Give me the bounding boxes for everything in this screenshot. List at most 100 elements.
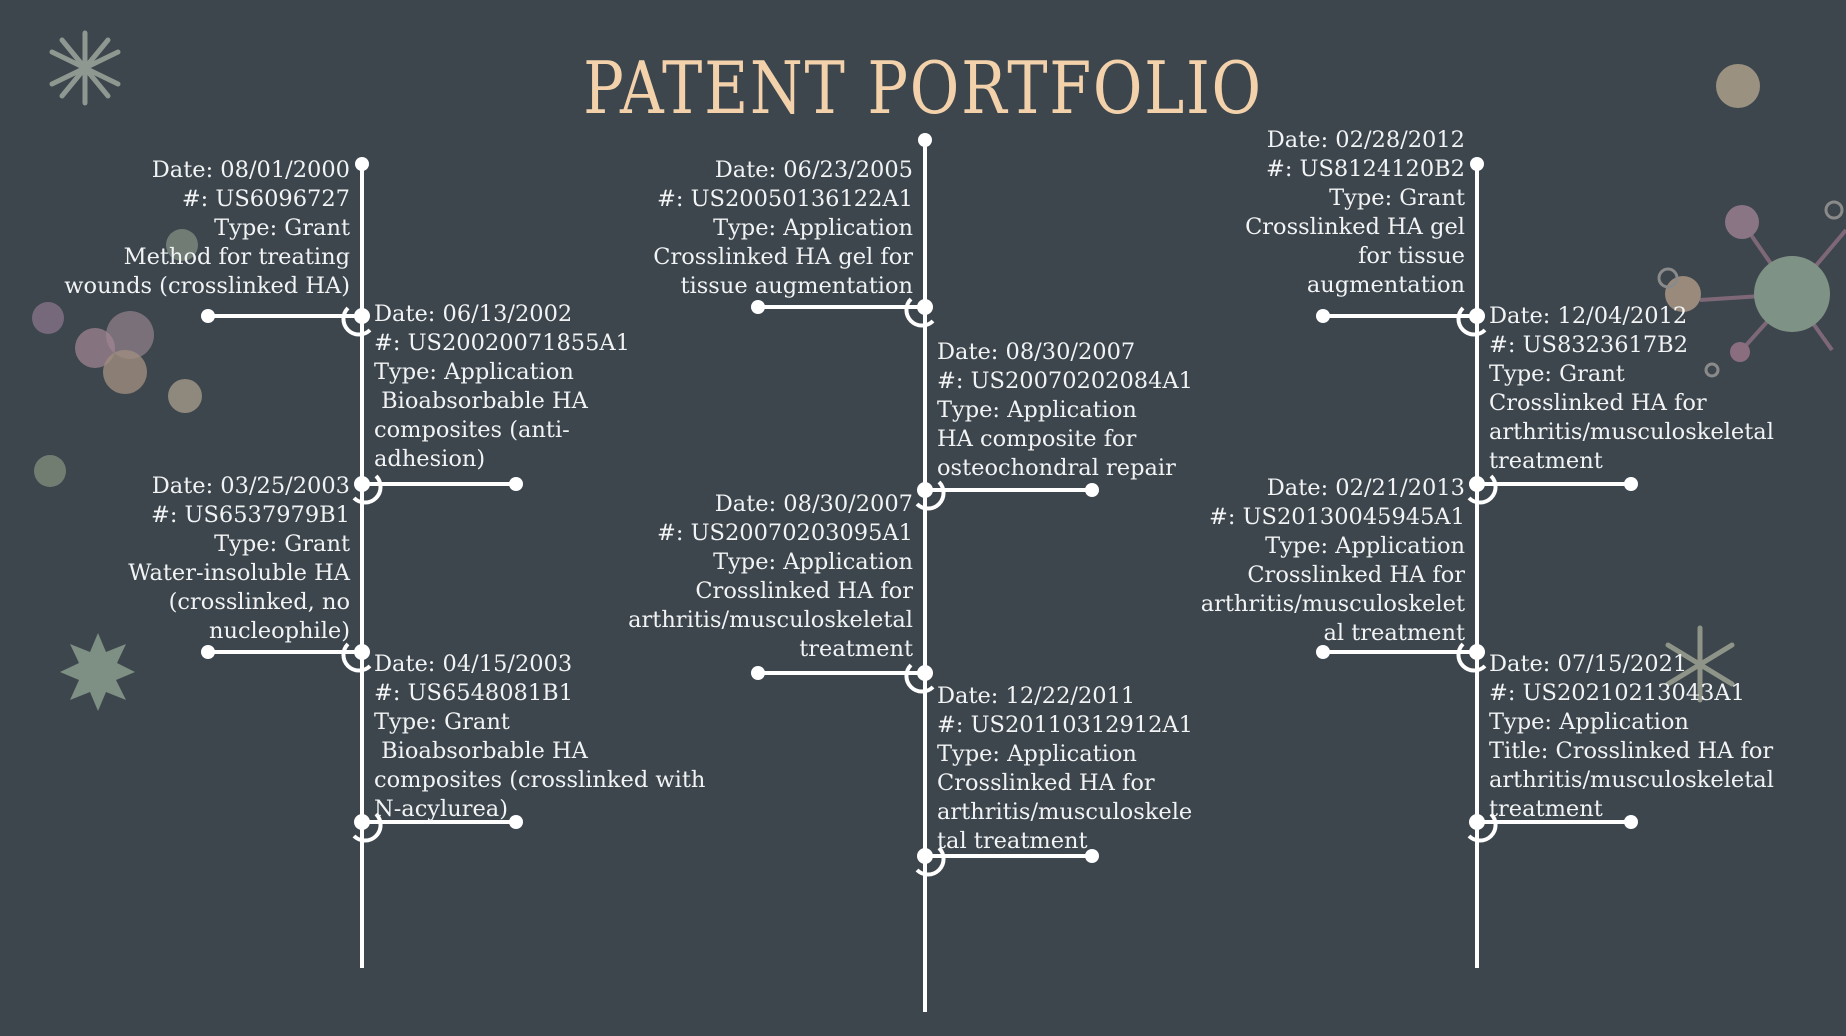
patent-number: #: US6548081B1	[374, 680, 574, 706]
spine-node	[1469, 308, 1485, 324]
patent-type: Type: Application	[713, 215, 913, 241]
node-bracket	[915, 846, 946, 877]
patent-title-line: Crosslinked HA gel for	[653, 244, 913, 270]
patent-title-line: treatment	[1489, 796, 1603, 822]
timeline-column-1	[201, 157, 523, 968]
patent-title-line: wounds (crosslinked HA)	[64, 273, 350, 299]
patent-title-line: augmentation	[1306, 272, 1465, 298]
spine-node	[1469, 476, 1485, 492]
patent-type: Type: Application	[1489, 709, 1689, 735]
patent-title-line: Bioabsorbable HA	[374, 738, 588, 764]
patent-type: Type: Application	[1265, 533, 1465, 559]
patent-title-line: arthritis/musculoskeletal	[1489, 419, 1774, 445]
spine-node	[917, 482, 933, 498]
patent-number: #: US8323617B2	[1489, 332, 1689, 358]
patent-title-line: Crosslinked HA for	[695, 578, 913, 604]
branch-end-dot	[1316, 645, 1330, 659]
branch-end-dot	[509, 477, 523, 491]
spine-start-dot	[918, 133, 932, 147]
patent-type: Type: Grant	[1329, 185, 1465, 211]
branch-end-dot	[509, 815, 523, 829]
patent-title-line: Method for treating	[123, 244, 350, 270]
patent-date: Date: 03/25/2003	[151, 473, 350, 499]
patent-type: Type: Application	[937, 741, 1137, 767]
patent-number: #: US20110312912A1	[937, 712, 1193, 738]
spine-node	[1469, 814, 1485, 830]
patent-title-line: Crosslinked HA for	[1247, 562, 1465, 588]
patent-title-line: Crosslinked HA for	[1489, 390, 1707, 416]
node-bracket	[341, 306, 372, 337]
spine-node	[354, 476, 370, 492]
patent-title-line: HA composite for	[937, 426, 1137, 452]
node-bracket	[904, 297, 935, 328]
patent-title-line: tal treatment	[937, 828, 1088, 854]
asterisk-small-icon	[1665, 625, 1735, 703]
patent-title-line: Water-insoluble HA	[128, 560, 350, 586]
patent-title-line: Title: Crosslinked HA for	[1489, 738, 1774, 764]
patent-number: #: US20130045945A1	[1209, 504, 1465, 530]
patent-date: Date: 07/15/2021	[1489, 651, 1688, 677]
bubble-cluster-left	[32, 229, 202, 487]
patent-date: Date: 02/28/2012	[1266, 127, 1465, 153]
patent-number: #: US6537979B1	[150, 502, 350, 528]
patent-title-line: treatment	[799, 636, 913, 662]
spine-node	[917, 299, 933, 315]
patent-type: Type: Application	[374, 359, 574, 385]
spine-node	[354, 644, 370, 660]
spine-node	[354, 814, 370, 830]
branch-end-dot	[1085, 483, 1099, 497]
timeline-column-3	[1316, 157, 1638, 968]
patent-title-line: (crosslinked, no	[168, 589, 350, 615]
molecule-nodes	[1657, 200, 1844, 378]
patent-title-line: treatment	[1489, 448, 1603, 474]
patent-type: Type: Grant	[1489, 361, 1625, 387]
branch-end-dot	[751, 666, 765, 680]
patent-number: #: US20070202084A1	[937, 368, 1193, 394]
node-bracket	[915, 480, 946, 511]
spine-node	[917, 848, 933, 864]
patent-title-line: Crosslinked HA for	[937, 770, 1155, 796]
patent-date: Date: 02/21/2013	[1266, 475, 1465, 501]
branch-end-dot	[1624, 815, 1638, 829]
patent-title-line: arthritis/musculoskeletal	[628, 607, 913, 633]
spine-node	[917, 665, 933, 681]
patent-date: Date: 12/22/2011	[937, 683, 1136, 709]
spine-start-dot	[355, 157, 369, 171]
patent-title-line: arthritis/musculoskele	[937, 799, 1193, 825]
node-bracket	[904, 663, 935, 694]
patent-title-line: Crosslinked HA gel	[1245, 214, 1465, 240]
node-bracket	[1467, 474, 1498, 505]
branch-end-dot	[201, 309, 215, 323]
spine-node	[1469, 644, 1485, 660]
node-bracket	[1467, 812, 1498, 843]
spine-start-dot	[1470, 157, 1484, 171]
patent-title-line: osteochondral repair	[937, 455, 1176, 481]
patent-number: #: US20210213043A1	[1489, 680, 1745, 706]
timeline-column-2	[751, 133, 1099, 1012]
patent-title-line: arthritis/musculoskeletal	[1489, 767, 1774, 793]
branch-end-dot	[1316, 309, 1330, 323]
node-bracket	[352, 812, 383, 843]
bubble-top-right	[1716, 64, 1760, 108]
node-bracket	[1456, 306, 1487, 337]
patent-title-line: tissue augmentation	[680, 273, 913, 299]
patent-number: #: US8124120B2	[1265, 156, 1465, 182]
branch-end-dot	[1085, 849, 1099, 863]
patent-date: Date: 04/15/2003	[374, 651, 573, 677]
patent-title-line: adhesion)	[374, 446, 486, 472]
asterisk-star-icon	[49, 30, 121, 106]
patent-number: #: US20020071855A1	[374, 330, 630, 356]
node-bracket	[341, 642, 372, 673]
